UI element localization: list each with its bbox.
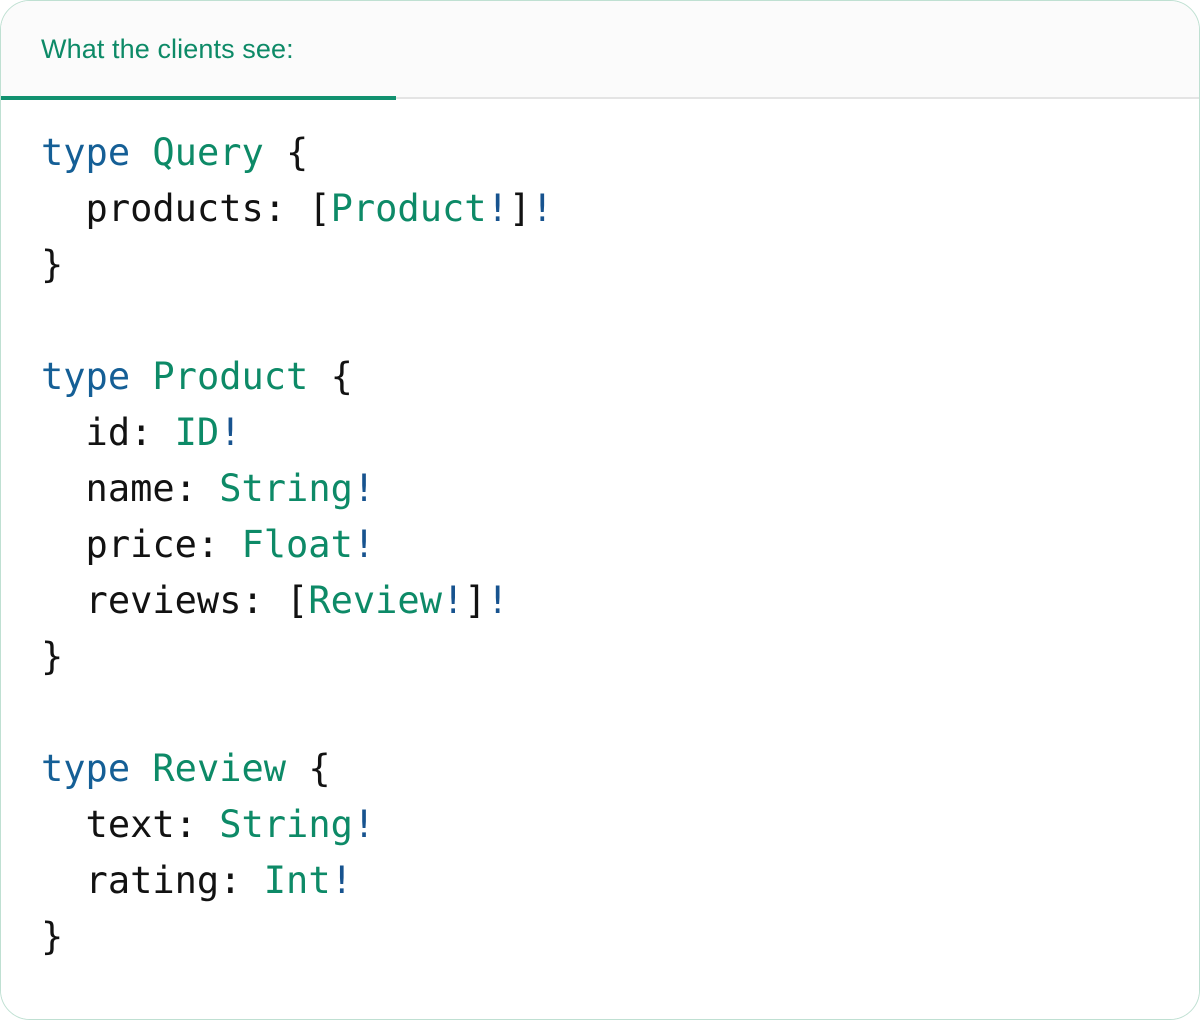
- code-token-keyword: type: [41, 747, 131, 790]
- code-token-type-name: Product: [330, 187, 487, 230]
- code-token-field-name: text:: [41, 803, 220, 846]
- code-token-non-null-bang: !: [352, 803, 376, 846]
- code-token-punctuation: {: [263, 131, 309, 174]
- code-token-type-name: Int: [263, 859, 331, 902]
- code-token-field-name: id:: [41, 411, 175, 454]
- code-token-type-name: Review: [152, 747, 287, 790]
- code-token-type-name: Query: [152, 131, 264, 174]
- code-token-punctuation: {: [286, 747, 331, 790]
- code-token-type-name: ID: [174, 411, 220, 454]
- code-token-field-name: reviews:: [41, 579, 287, 622]
- code-pane: type Query { products: [Product!]!} type…: [1, 99, 1199, 1019]
- tab-label: What the clients see:: [41, 33, 294, 64]
- code-token-type-name: String: [219, 803, 353, 846]
- code-token-field-name: rating:: [41, 859, 264, 902]
- code-token-punctuation: {: [308, 355, 353, 398]
- code-line: [41, 293, 1159, 349]
- code-token-type-name: Review: [308, 579, 442, 622]
- code-token-non-null-bang: !: [330, 859, 353, 902]
- code-line: name: String!: [41, 461, 1159, 517]
- code-token-punctuation: [130, 355, 152, 398]
- code-line: price: Float!: [41, 517, 1159, 573]
- code-token-non-null-bang: !: [486, 579, 509, 622]
- code-token-field-name: products:: [41, 187, 309, 230]
- code-token-punctuation: }: [41, 243, 64, 286]
- code-token-punctuation: [130, 131, 152, 174]
- code-token-punctuation: ]: [464, 579, 487, 622]
- code-token-punctuation: ]: [508, 187, 532, 230]
- code-line: type Query {: [41, 125, 1159, 181]
- code-token-keyword: type: [41, 131, 131, 174]
- tab-bar: What the clients see:: [1, 1, 1199, 100]
- code-token-punctuation: }: [41, 915, 64, 958]
- code-token-non-null-bang: !: [352, 523, 376, 566]
- code-line: }: [41, 909, 1159, 965]
- code-token-non-null-bang: !: [352, 467, 376, 510]
- code-line: rating: Int!: [41, 853, 1159, 909]
- code-token-type-name: Float: [241, 523, 353, 566]
- code-token-punctuation: [130, 747, 152, 790]
- code-token-non-null-bang: !: [219, 411, 242, 454]
- code-token-field-name: price:: [41, 523, 242, 566]
- code-line: }: [41, 237, 1159, 293]
- code-token-keyword: type: [41, 355, 131, 398]
- code-token-punctuation: [: [308, 187, 331, 230]
- code-line: type Product {: [41, 349, 1159, 405]
- code-line: }: [41, 629, 1159, 685]
- graphql-schema-code[interactable]: type Query { products: [Product!]!} type…: [41, 125, 1159, 965]
- tab-what-the-clients-see[interactable]: What the clients see:: [1, 1, 396, 100]
- code-token-punctuation: }: [41, 635, 64, 678]
- code-token-punctuation: [: [286, 579, 309, 622]
- code-line: text: String!: [41, 797, 1159, 853]
- code-line: reviews: [Review!]!: [41, 573, 1159, 629]
- code-line: [41, 685, 1159, 741]
- code-line: id: ID!: [41, 405, 1159, 461]
- code-token-non-null-bang: !: [441, 579, 465, 622]
- code-token-field-name: name:: [41, 467, 220, 510]
- code-line: type Review {: [41, 741, 1159, 797]
- code-token-type-name: String: [219, 467, 353, 510]
- code-token-non-null-bang: !: [486, 187, 509, 230]
- code-line: products: [Product!]!: [41, 181, 1159, 237]
- code-token-non-null-bang: !: [531, 187, 554, 230]
- code-token-type-name: Product: [152, 355, 309, 398]
